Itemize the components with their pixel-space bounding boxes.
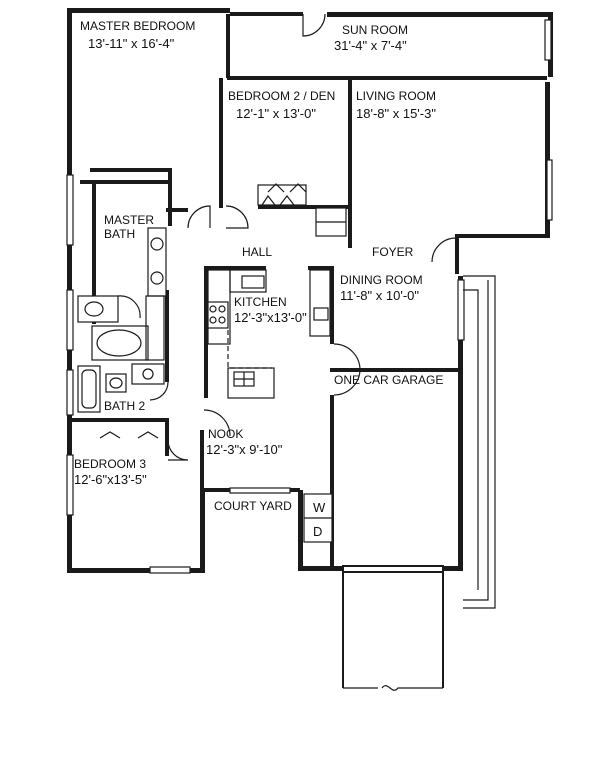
- washer-label: W: [313, 500, 326, 515]
- dining-room-size: 11'-8" x 10'-0": [340, 288, 419, 303]
- sun-room-name: SUN ROOM: [342, 23, 408, 37]
- windows: [66, 19, 553, 574]
- nook-name: NOOK: [208, 427, 243, 441]
- bedroom3-name: BEDROOM 3: [74, 457, 146, 471]
- laundry-area: [303, 493, 333, 543]
- closets: [257, 183, 347, 237]
- living-room-size: 18'-8" x 15'-3": [356, 106, 436, 121]
- master-bath-name-2: BATH: [104, 227, 135, 241]
- master-bath-fixtures: [77, 227, 167, 361]
- bath2-name: BATH 2: [104, 399, 145, 413]
- bedroom2-name: BEDROOM 2 / DEN: [228, 89, 335, 103]
- nook-size: 12'-3"x 9'-10": [206, 442, 283, 457]
- sun-room-size: 31'-4" x 7'-4": [334, 38, 407, 53]
- master-bedroom-name: MASTER BEDROOM: [80, 19, 195, 33]
- master-bath-name-1: MASTER: [104, 213, 154, 227]
- dryer-label: D: [313, 524, 322, 539]
- court-yard-name: COURT YARD: [214, 499, 292, 513]
- hall-name: HALL: [242, 245, 272, 259]
- kitchen-fixtures: [207, 269, 331, 399]
- door-swings: [99, 13, 457, 461]
- room-labels: MASTER BEDROOM 13'-11" x 16'-4" SUN ROOM…: [74, 19, 443, 539]
- kitchen-name: KITCHEN: [234, 295, 287, 309]
- kitchen-size: 12'-3"x13'-0": [234, 310, 307, 325]
- foyer-name: FOYER: [372, 245, 414, 259]
- garage-name: ONE CAR GARAGE: [334, 373, 443, 387]
- living-room-name: LIVING ROOM: [356, 89, 436, 103]
- bedroom3-size: 12'-6"x13'-5": [74, 472, 147, 487]
- master-bedroom-size: 13'-11" x 16'-4": [88, 36, 175, 51]
- bedroom2-size: 12'-1" x 13'-0": [236, 106, 316, 121]
- driveway: [342, 275, 496, 691]
- bath2-fixtures: [77, 363, 165, 413]
- dining-room-name: DINING ROOM: [340, 273, 423, 287]
